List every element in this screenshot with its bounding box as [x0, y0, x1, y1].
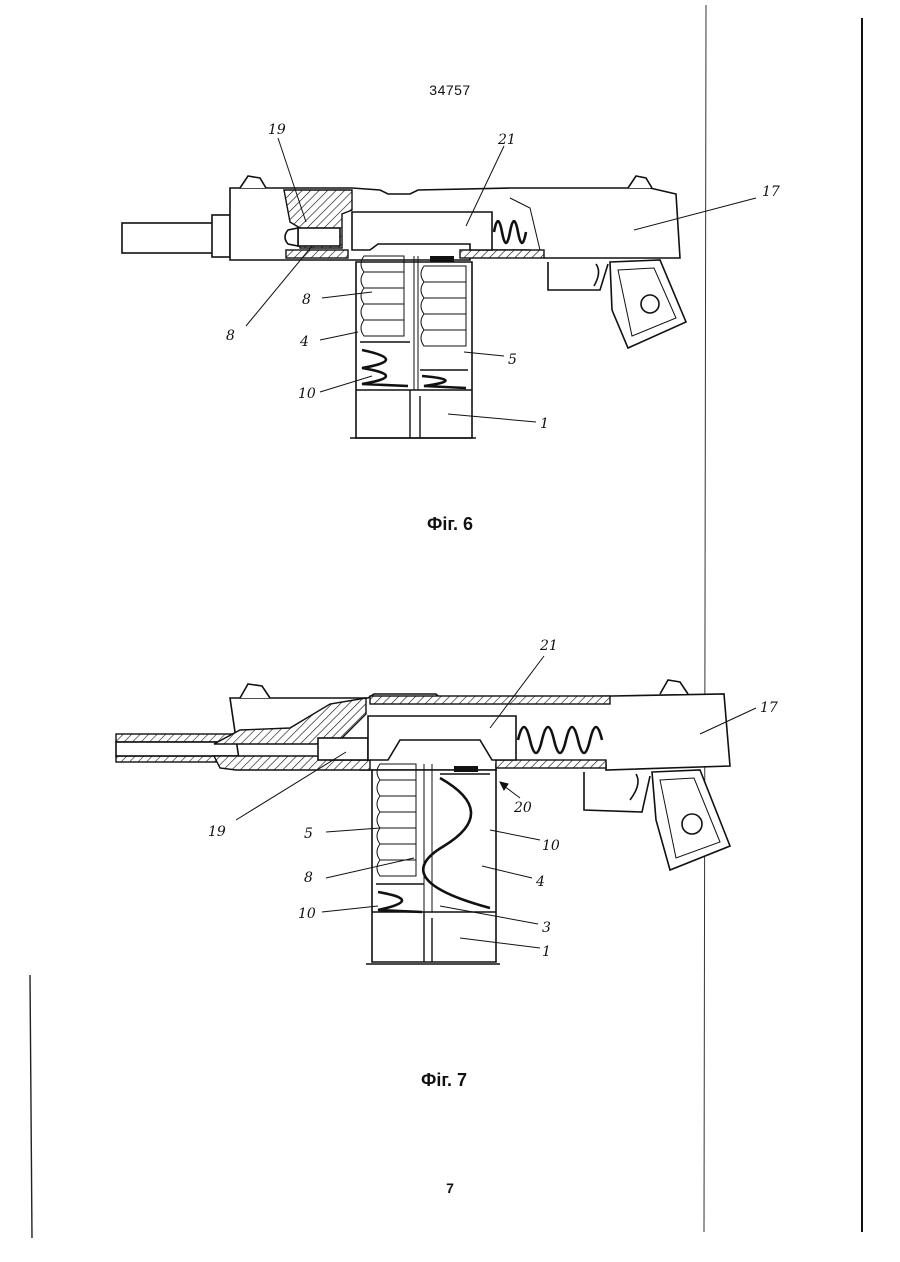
fig6-label-4: 4	[299, 334, 309, 350]
fig6-label-8-lower: 8	[226, 328, 235, 344]
fig7-label-19: 19	[208, 824, 226, 840]
fig7-label-5: 5	[304, 826, 313, 842]
fig7-label-21: 21	[539, 638, 558, 654]
fig7-label-4: 4	[535, 874, 545, 890]
figure-6-caption: Фіг. 6	[0, 514, 900, 535]
fig6-label-1: 1	[540, 416, 549, 432]
fig7-label-17: 17	[760, 700, 778, 716]
fig7-label-10-upper: 10	[542, 838, 560, 854]
fig6-label-8-upper: 8	[302, 292, 311, 308]
figure-7-caption: Фіг. 7	[0, 1070, 894, 1091]
fig6-label-10: 10	[298, 386, 316, 402]
fig7-label-10-lower: 10	[298, 906, 316, 922]
fig7-label-20: 20	[513, 800, 532, 816]
page-number: 7	[0, 1180, 900, 1196]
fig6-label-19: 19	[268, 122, 286, 138]
fig6-label-21: 21	[497, 132, 516, 148]
fig6-label-17: 17	[762, 184, 780, 200]
fig6-label-5: 5	[508, 352, 517, 368]
fig7-label-3: 3	[542, 920, 551, 936]
fig7-label-8: 8	[304, 870, 313, 886]
figure-7-drawing: 21 17 19 20 5 10 8 4 10 3 1	[116, 638, 778, 964]
fig7-label-1: 1	[542, 944, 551, 960]
figure-6-drawing: 19 21 17 8 8 4 5 10 1	[122, 122, 780, 438]
